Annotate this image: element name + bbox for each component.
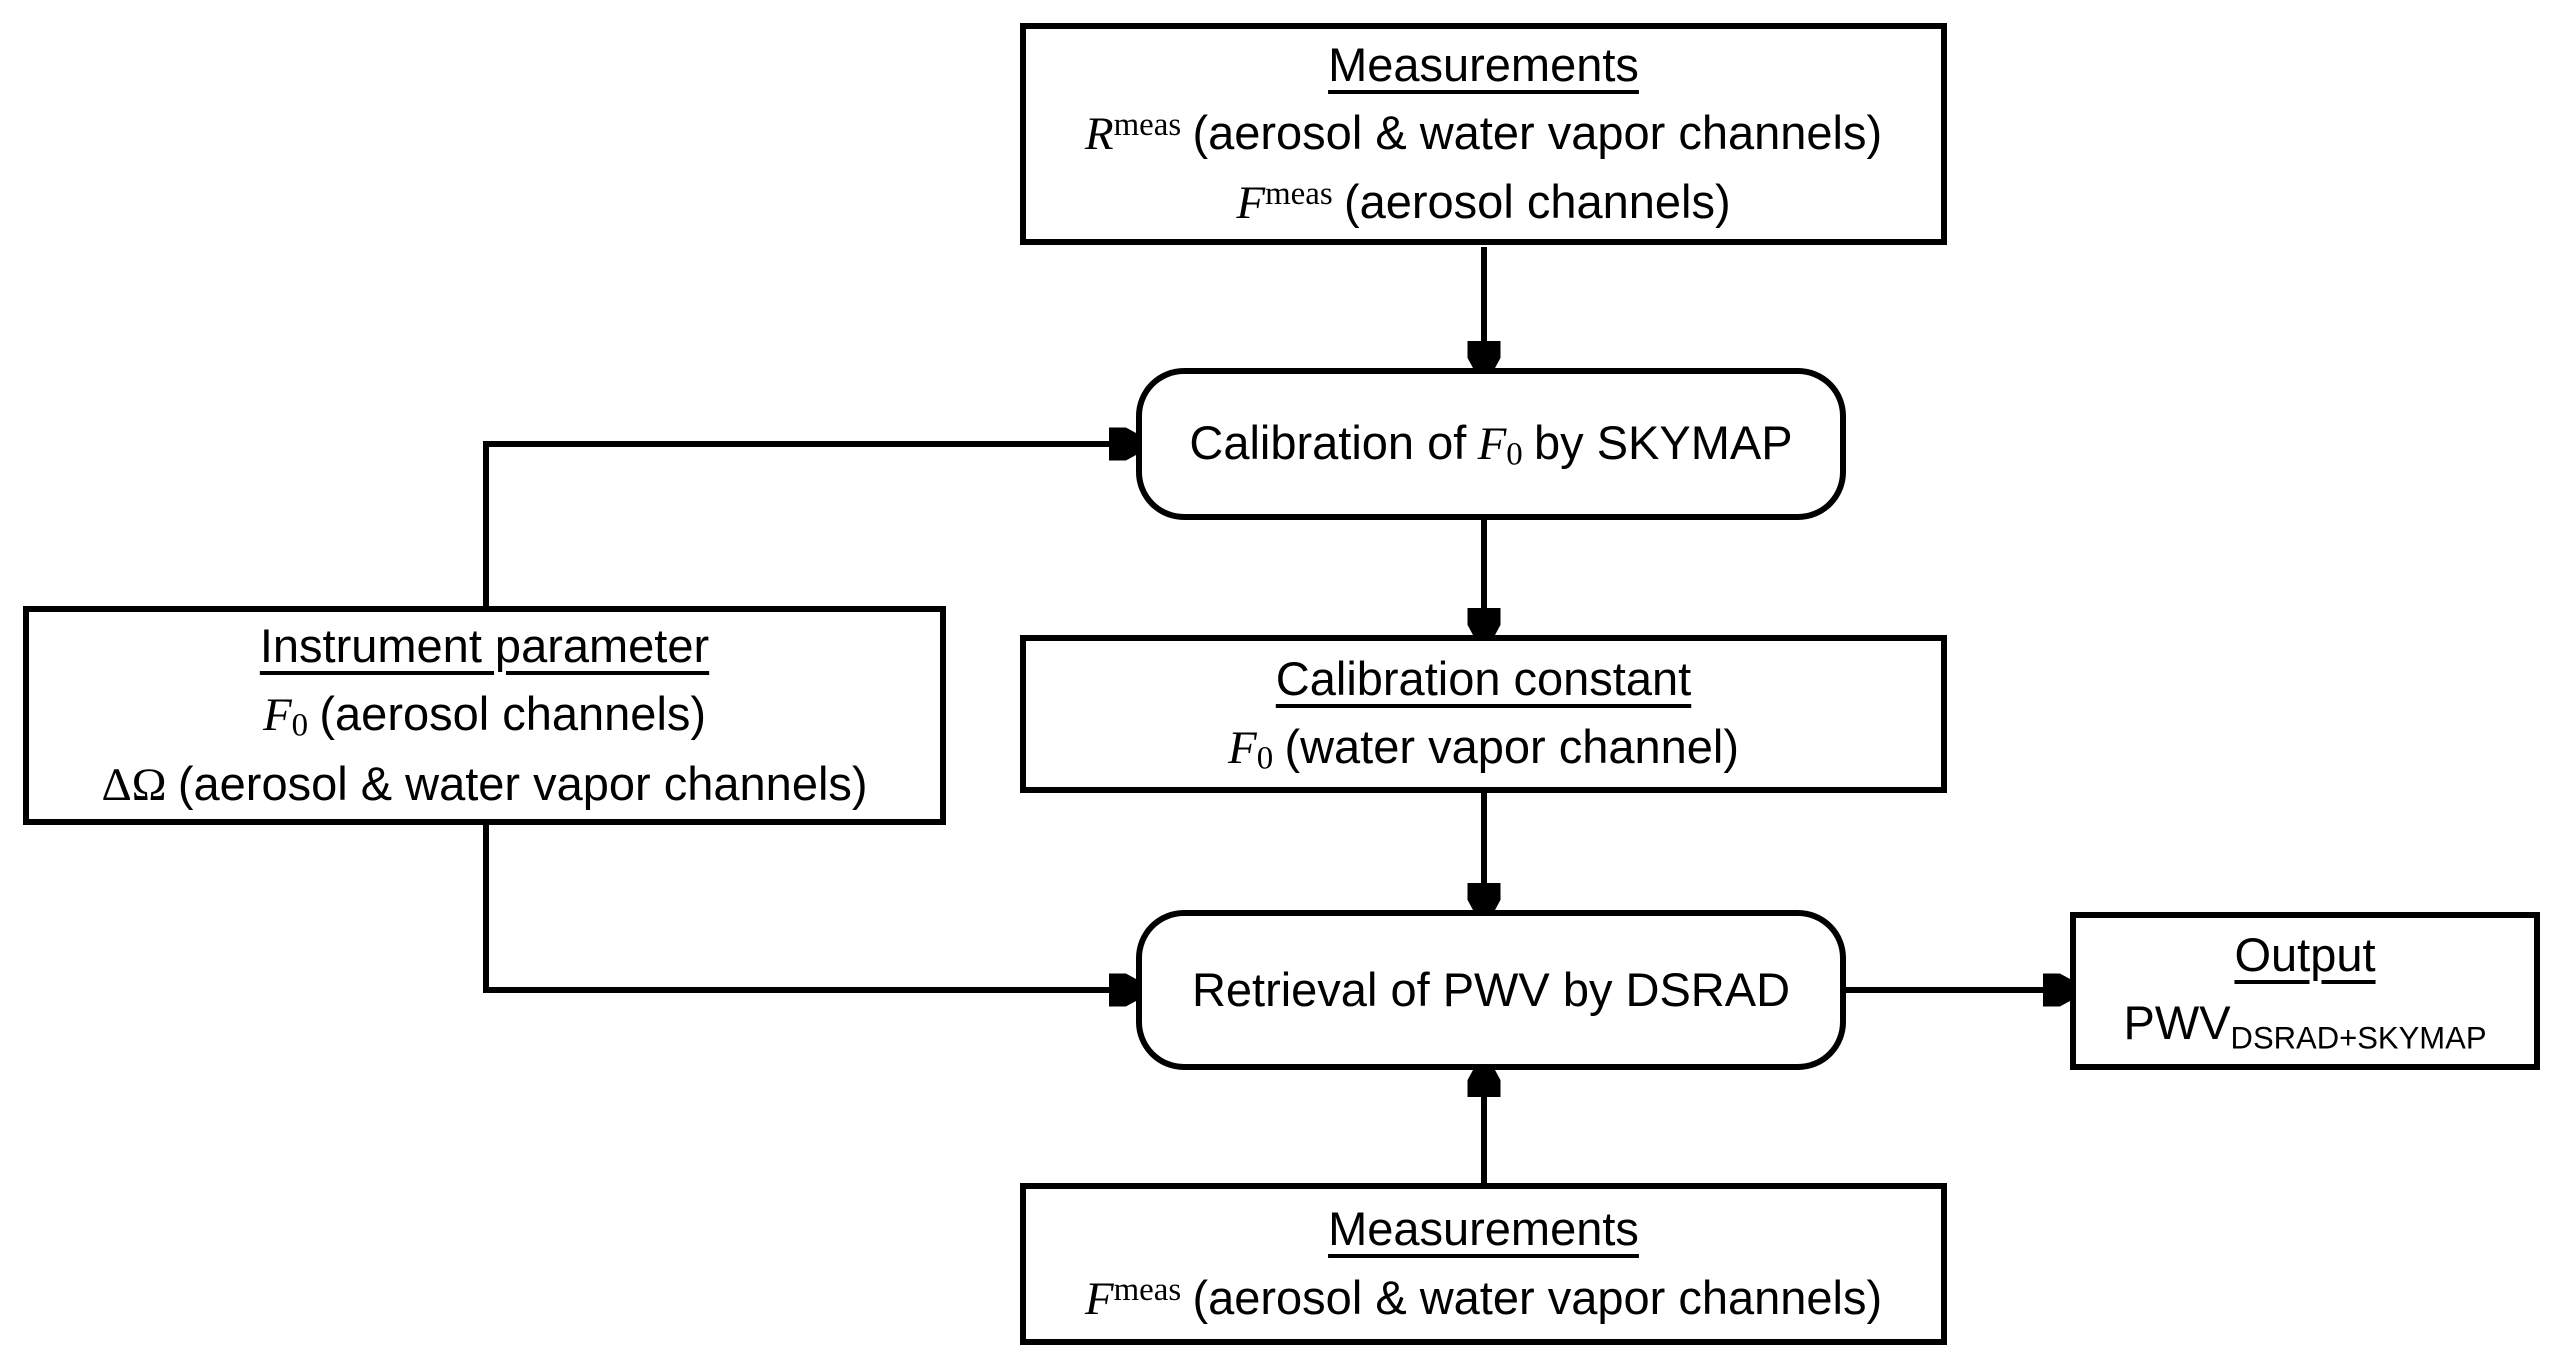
node-title: Output (2234, 927, 2376, 981)
math-variable: F (1084, 1272, 1114, 1325)
node-retrieval-dsrad: Retrieval of PWV by DSRAD (1136, 910, 1846, 1070)
row-text: (aerosol & water vapor channels) (177, 756, 868, 810)
math-superscript: meas (1113, 1271, 1182, 1308)
math-variable: ΔΩ (101, 758, 167, 811)
math-superscript: meas (1265, 176, 1333, 213)
math-subscript: 0 (1256, 740, 1274, 777)
node-title: Measurements (1328, 37, 1639, 91)
output-main-text: PWV (2123, 995, 2231, 1049)
node-row: F0 (aerosol channels) (263, 680, 706, 750)
node-measurements-top: Measurements Rmeas (aerosol & water vapor… (1020, 23, 1947, 245)
math-subscript: 0 (291, 707, 309, 744)
row-text: (aerosol channels) (1343, 175, 1731, 229)
label-text: Retrieval of PWV by DSRAD (1191, 962, 1791, 1016)
node-row: Retrieval of PWV by DSRAD (1192, 956, 1790, 1024)
label-text: Calibration of (1189, 416, 1467, 470)
node-title: Measurements (1328, 1202, 1639, 1256)
math-variable: R (1084, 107, 1114, 160)
node-row: PWVDSRAD+SKYMAP (2123, 989, 2486, 1061)
math-variable: F (1477, 418, 1507, 471)
node-row: F0 (water vapor channel) (1228, 713, 1739, 783)
node-row: Rmeas (aerosol & water vapor channels) (1085, 99, 1882, 168)
math-variable: F (1236, 177, 1266, 230)
output-subscript: DSRAD+SKYMAP (2230, 1020, 2487, 1056)
row-text: (aerosol & water vapor channels) (1192, 105, 1883, 159)
node-output: Output PWVDSRAD+SKYMAP (2070, 912, 2540, 1070)
row-text: (water vapor channel) (1284, 720, 1739, 774)
node-instrument-parameter: Instrument parameter F0 (aerosol channels… (23, 606, 946, 825)
connector-instrument-to-dsrad (483, 823, 1124, 990)
row-text: (aerosol & water vapor channels) (1192, 1270, 1883, 1324)
node-title: Instrument parameter (259, 618, 710, 672)
node-measurements-bottom: Measurements Fmeas (aerosol & water vapor… (1020, 1183, 1947, 1345)
node-row: Fmeas (aerosol & water vapor channels) (1085, 1264, 1882, 1333)
node-calibration-constant: Calibration constant F0 (water vapor chan… (1020, 635, 1947, 793)
node-row: Fmeas (aerosol channels) (1236, 168, 1730, 237)
connector-instrument-to-skymap (483, 444, 1124, 608)
math-variable: F (262, 689, 292, 742)
node-title: Calibration constant (1275, 651, 1692, 705)
math-variable: F (1228, 722, 1257, 775)
row-text: (aerosol channels) (319, 687, 707, 741)
math-subscript: 0 (1506, 436, 1523, 473)
label-text: by SKYMAP (1534, 416, 1793, 470)
math-superscript: meas (1113, 107, 1182, 144)
node-row: ΔΩ(aerosol & water vapor channels) (101, 750, 867, 819)
